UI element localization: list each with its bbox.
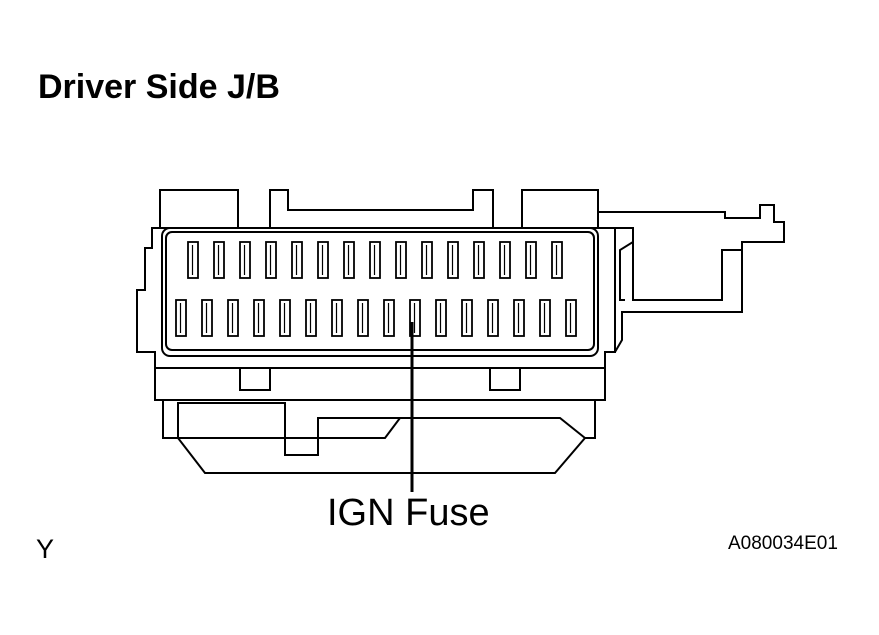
- upper-fuse-slot-11: [447, 241, 459, 279]
- lower-fuse-slot-14: [513, 299, 525, 337]
- upper-fuse-slot-6: [317, 241, 329, 279]
- lower-fuse-slot-9: [383, 299, 395, 337]
- lower-tab-right: [489, 367, 521, 391]
- lower-fuse-slot-11: [435, 299, 447, 337]
- ign-fuse-slot: [409, 299, 421, 337]
- figure-id: A080034E01: [728, 533, 838, 554]
- upper-fuse-slot-5: [291, 241, 303, 279]
- upper-fuse-row: [187, 241, 563, 279]
- upper-fuse-slot-9: [395, 241, 407, 279]
- lower-tab-left: [239, 367, 271, 391]
- lower-fuse-slot-5: [279, 299, 291, 337]
- upper-fuse-slot-12: [473, 241, 485, 279]
- upper-fuse-slot-15: [551, 241, 563, 279]
- upper-fuse-slot-13: [499, 241, 511, 279]
- upper-fuse-slot-2: [213, 241, 225, 279]
- upper-fuse-slot-10: [421, 241, 433, 279]
- lower-fuse-slot-16: [565, 299, 577, 337]
- diagram-title: Driver Side J/B: [38, 68, 280, 106]
- corner-letter: Y: [36, 534, 55, 564]
- upper-fuse-slot-1: [187, 241, 199, 279]
- bracket-slot: [632, 242, 742, 301]
- lower-fuse-row: [175, 299, 577, 337]
- upper-fuse-slot-7: [343, 241, 355, 279]
- lower-fuse-slot-8: [357, 299, 369, 337]
- lower-fuse-slot-6: [305, 299, 317, 337]
- housing-outline: [159, 189, 599, 229]
- lower-fuse-slot-13: [487, 299, 499, 337]
- base-section-edge: [318, 417, 586, 439]
- lower-fuse-slot-1: [175, 299, 187, 337]
- upper-fuse-slot-8: [369, 241, 381, 279]
- upper-fuse-slot-3: [239, 241, 251, 279]
- lower-fuse-slot-7: [331, 299, 343, 337]
- fuse-face-inner: [165, 231, 595, 351]
- lower-fuse-slot-12: [461, 299, 473, 337]
- upper-fuse-slot-4: [265, 241, 277, 279]
- lower-fuse-slot-2: [201, 299, 213, 337]
- fuse-face: [161, 227, 599, 357]
- base-section: [162, 400, 596, 474]
- lower-fuse-slot-3: [227, 299, 239, 337]
- bracket-inner: [598, 227, 634, 301]
- lower-fuse-slot-4: [253, 299, 265, 337]
- upper-fuse-slot-14: [525, 241, 537, 279]
- lower-fuse-slot-15: [539, 299, 551, 337]
- housing-side-left: [136, 227, 616, 401]
- mounting-bracket: [598, 204, 785, 353]
- ign-fuse-callout-label: IGN Fuse: [327, 492, 490, 534]
